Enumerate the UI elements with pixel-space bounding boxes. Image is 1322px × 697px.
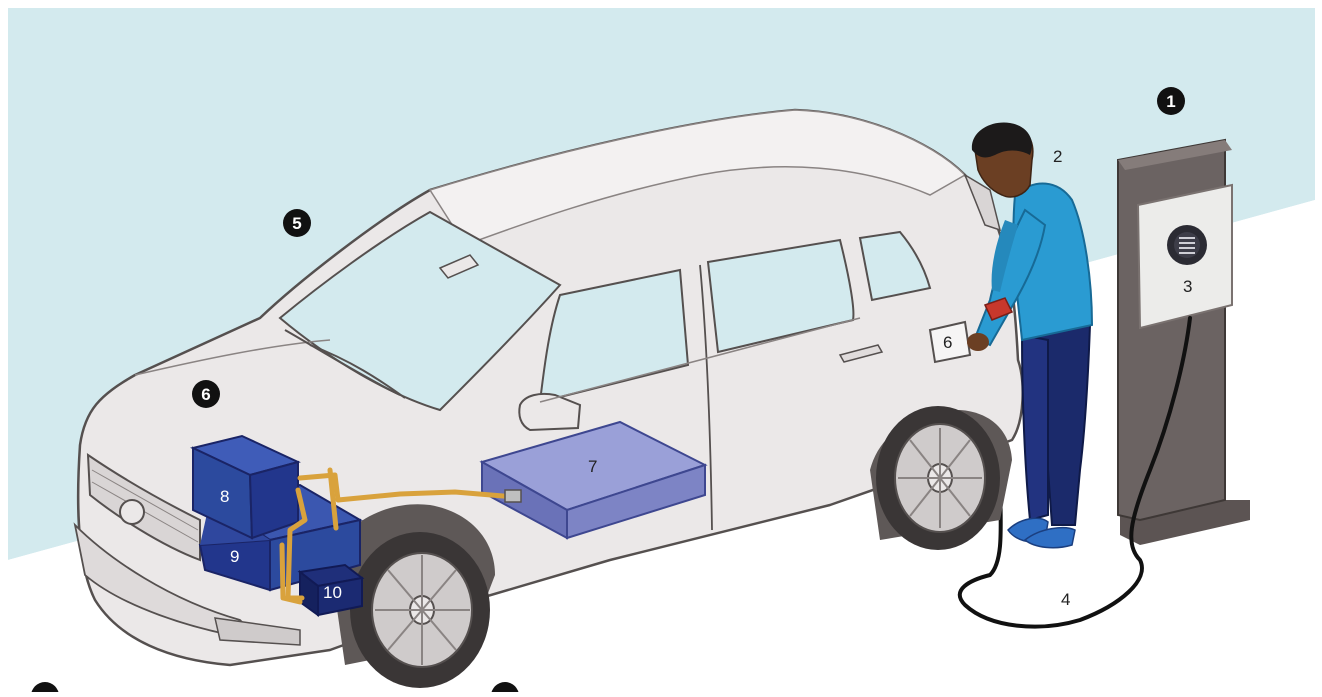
label-traction-battery: 7 (588, 457, 597, 476)
label-box-9: 9 (230, 547, 239, 566)
label-charge-port: 6 (943, 333, 952, 352)
label-box-8: 8 (220, 487, 229, 506)
label-box-10: 10 (323, 583, 342, 602)
battery-connector (505, 490, 521, 502)
marker-station-number: 1 (1166, 92, 1175, 111)
wallbox-unit (1138, 185, 1232, 328)
marker-hood: 6 (192, 380, 220, 408)
marker-station: 1 (1157, 87, 1185, 115)
label-person: 2 (1053, 147, 1062, 166)
label-wallbox: 3 (1183, 277, 1192, 296)
marker-car: 5 (283, 209, 311, 237)
brand-emblem-icon (120, 500, 144, 524)
marker-hood-number: 6 (201, 385, 210, 404)
marker-car-number: 5 (292, 214, 301, 233)
label-cable: 4 (1061, 590, 1070, 609)
